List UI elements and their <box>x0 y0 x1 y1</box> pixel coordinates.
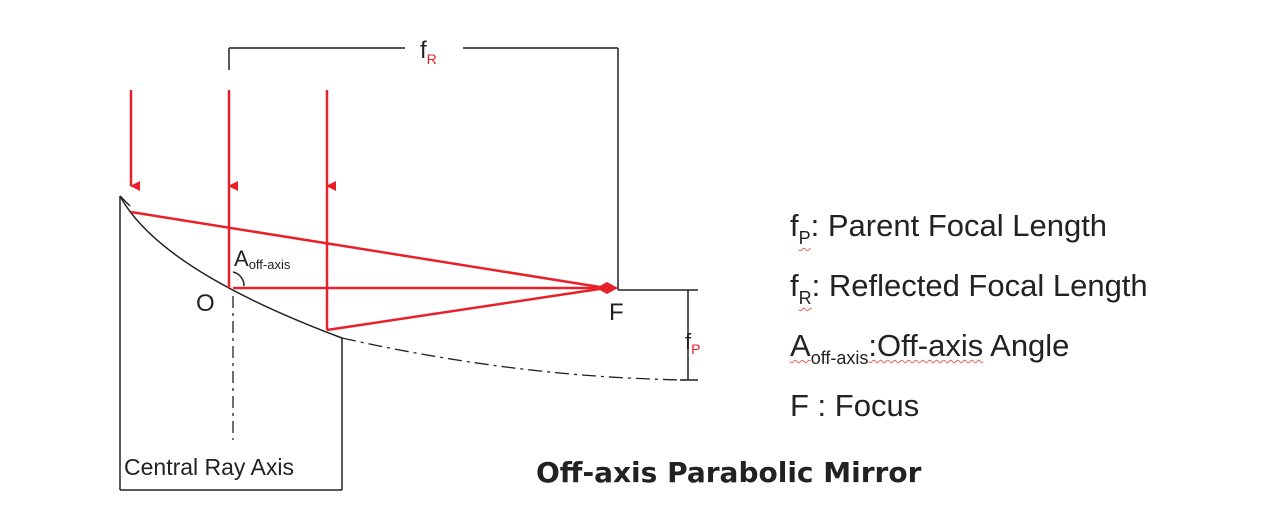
fp-dimension <box>618 289 698 381</box>
fr-dimension <box>228 47 619 290</box>
a-off-axis-label: Aoff-axis <box>234 246 291 272</box>
off-axis-angle-arc <box>232 271 245 287</box>
diagram-title: Off-axis Parabolic Mirror <box>536 456 922 489</box>
legend-item-reflected-focal-length: fR: Reflected Focal Length <box>790 268 1148 308</box>
fr-label: fR <box>420 37 437 67</box>
fp-label: fP <box>685 329 700 357</box>
mirror-block <box>119 195 343 491</box>
f-label: F <box>609 299 624 326</box>
incoming-rays <box>129 90 336 330</box>
legend-item-off-axis-angle: Aoff-axis:Off-axis Angle <box>790 328 1070 368</box>
reflected-ray-1 <box>130 210 607 290</box>
legend: fP: Parent Focal Length fR: Reflected Fo… <box>790 196 1148 436</box>
legend-item-focus: F : Focus <box>790 388 920 423</box>
parabola-continuation <box>341 337 691 381</box>
legend-item-parent-focal-length: fP: Parent Focal Length <box>790 208 1108 248</box>
central-ray-axis-label: Central Ray Axis <box>124 454 294 480</box>
focus-point <box>596 282 618 294</box>
reflected-rays <box>130 210 607 332</box>
o-label: O <box>196 290 215 317</box>
mirror-surface <box>119 195 343 339</box>
reflected-ray-3 <box>326 286 607 332</box>
